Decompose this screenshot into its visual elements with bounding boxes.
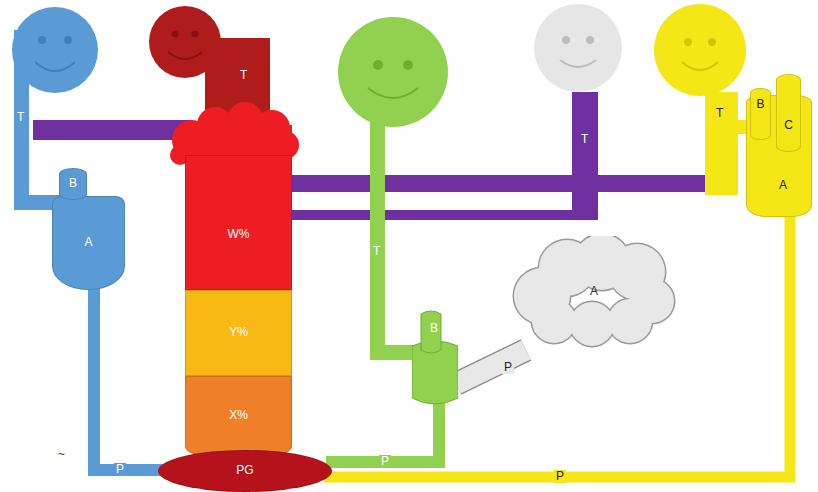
tank-box: B [59, 168, 87, 200]
node-text: Y% [229, 326, 248, 339]
pipe-label: P [379, 455, 391, 468]
pipe-connector [324, 213, 790, 477]
node-text: W% [228, 228, 250, 241]
grey-face [534, 4, 622, 92]
pipe-label: T [15, 111, 26, 124]
green-face [338, 17, 448, 127]
tank-box: A [52, 196, 125, 290]
pipe-label: T [371, 245, 382, 258]
yellow-pipe [705, 92, 738, 195]
cloud-shape: A [512, 236, 676, 348]
red-face [149, 6, 221, 78]
pipe-label: P [502, 361, 514, 374]
purple-bar [572, 92, 598, 220]
pipe-connector [326, 400, 439, 462]
purple-bar [290, 210, 598, 220]
yellow-face [654, 4, 746, 96]
node-text: A [590, 285, 598, 298]
node-text: A [779, 179, 787, 192]
node-text: X% [229, 409, 248, 422]
pipe-connector [94, 288, 164, 470]
node-text: C [784, 119, 793, 132]
green-pipe [370, 120, 385, 360]
pipe-label: T [238, 69, 249, 82]
node-text: B [69, 177, 77, 190]
tank-box: B [750, 88, 771, 140]
purple-bar [33, 120, 193, 140]
pipe-label: T [714, 107, 725, 120]
tank-box: Y% [185, 290, 292, 376]
pipe-label: P [554, 470, 566, 483]
pipe-label: ~ [56, 448, 67, 461]
node-text: B [756, 98, 764, 111]
tank-box: C [776, 74, 801, 152]
tank-box: B [412, 308, 458, 406]
node-text: A [84, 236, 92, 249]
purple-bar [290, 175, 710, 192]
tank-box: X% [185, 376, 292, 456]
pipe-connector [456, 350, 526, 384]
pipe-label: T [579, 133, 590, 146]
node-text: PG [236, 464, 253, 477]
tank-box: W% [185, 155, 292, 290]
pipe-label: P [114, 463, 126, 476]
tank-box: PG [158, 450, 332, 492]
node-text: B [430, 322, 438, 335]
blue-face [12, 7, 98, 93]
